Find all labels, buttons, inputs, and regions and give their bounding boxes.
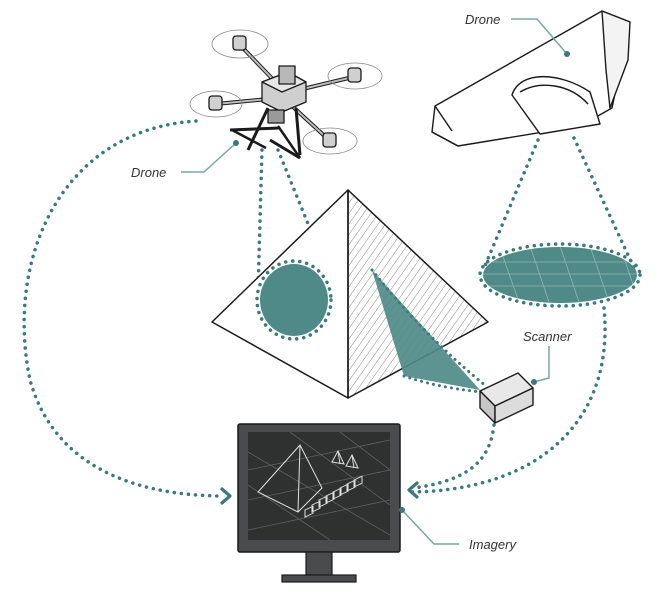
leader-scanner: [533, 346, 550, 383]
laser-scanner-icon: [479, 372, 534, 424]
leader-drone-quad: [181, 142, 237, 173]
wing-cone-left: [482, 138, 540, 270]
label-drone-quad: Drone: [131, 165, 166, 180]
cone-left-edge: [256, 148, 264, 294]
arrowhead-right: [407, 481, 419, 499]
arrowheads: [220, 481, 419, 505]
drone-capture-patch-border: [255, 259, 333, 341]
fixed-wing-drone-icon: [431, 10, 631, 147]
wireframe-blocks: [304, 475, 363, 518]
drone-capture-patch: [260, 264, 328, 336]
label-imagery: Imagery: [469, 537, 517, 552]
connector-wing-to-monitor: [410, 306, 607, 494]
leader-drone-wing: [511, 18, 568, 55]
wing-cone-right: [572, 136, 636, 270]
scan-grid: [483, 247, 637, 303]
screen-grid: [248, 432, 390, 540]
wireframe-model: [257, 444, 363, 518]
label-drone-wing: Drone: [465, 12, 500, 27]
connector-scanner-to-monitor: [412, 423, 496, 490]
wing-scan-area: [478, 242, 642, 308]
scan-region: [372, 270, 480, 390]
leader-imagery: [401, 509, 459, 545]
quadcopter-drone-icon: [189, 29, 383, 160]
wing-scan-border: [478, 242, 642, 308]
arrowhead-left: [220, 487, 232, 505]
scan-beam-bottom: [402, 374, 484, 394]
leader-lines: [181, 18, 568, 545]
scan-beam-top: [370, 268, 488, 388]
monitor-icon: [237, 423, 401, 583]
leader-dots: [233, 51, 570, 513]
connector-quad-to-monitor: [22, 119, 222, 498]
label-scanner: Scanner: [523, 329, 572, 344]
pyramid-icon: [211, 189, 489, 399]
